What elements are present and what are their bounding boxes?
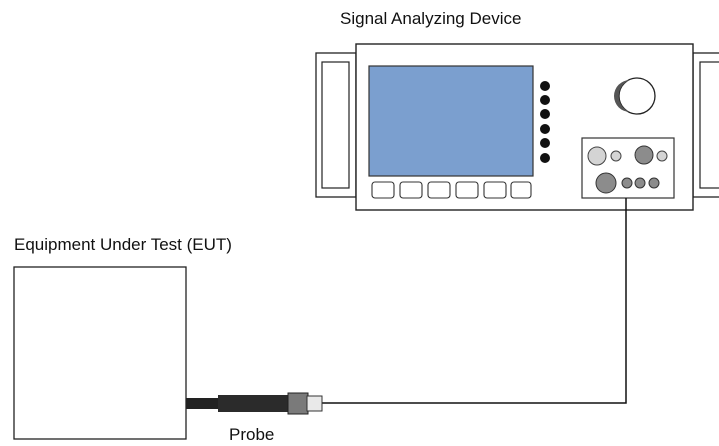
probe-connector-nut: [287, 392, 309, 415]
status-dot-icon: [540, 81, 550, 91]
port-connector-icon: [648, 177, 660, 189]
probe: [186, 392, 323, 415]
port-connector-icon: [656, 150, 668, 162]
status-dot-icon: [540, 138, 550, 148]
status-dot-icon: [540, 109, 550, 119]
status-dot-icon: [540, 95, 550, 105]
port-connector-icon: [595, 172, 617, 194]
port-connector-icon: [634, 177, 646, 189]
dial-knob-icon: [614, 77, 656, 115]
status-dot-icon: [540, 124, 550, 134]
soft-key-4: [455, 181, 479, 199]
soft-key-3: [427, 181, 451, 199]
signal-analyzing-device: [315, 43, 719, 211]
eut-label: Equipment Under Test (EUT): [14, 235, 232, 254]
probe-connector-end: [306, 395, 323, 412]
soft-key-2: [399, 181, 423, 199]
soft-key-5: [483, 181, 507, 199]
probe-label: Probe: [229, 425, 274, 444]
signal-cable: [322, 198, 627, 404]
soft-key-1: [371, 181, 395, 199]
probe-tip: [186, 398, 220, 409]
device-label: Signal Analyzing Device: [340, 9, 521, 28]
soft-key-6: [510, 181, 532, 199]
port-connector-icon: [610, 150, 622, 162]
port-connector-icon: [634, 145, 654, 165]
right-rack-handle-slot: [699, 61, 719, 189]
port-connector-icon: [587, 146, 607, 166]
equipment-under-test-box: [13, 266, 187, 440]
left-rack-handle-slot: [321, 61, 350, 189]
device-screen: [368, 65, 534, 177]
status-dot-icon: [540, 153, 550, 163]
port-connector-icon: [621, 177, 633, 189]
probe-body: [218, 395, 288, 412]
